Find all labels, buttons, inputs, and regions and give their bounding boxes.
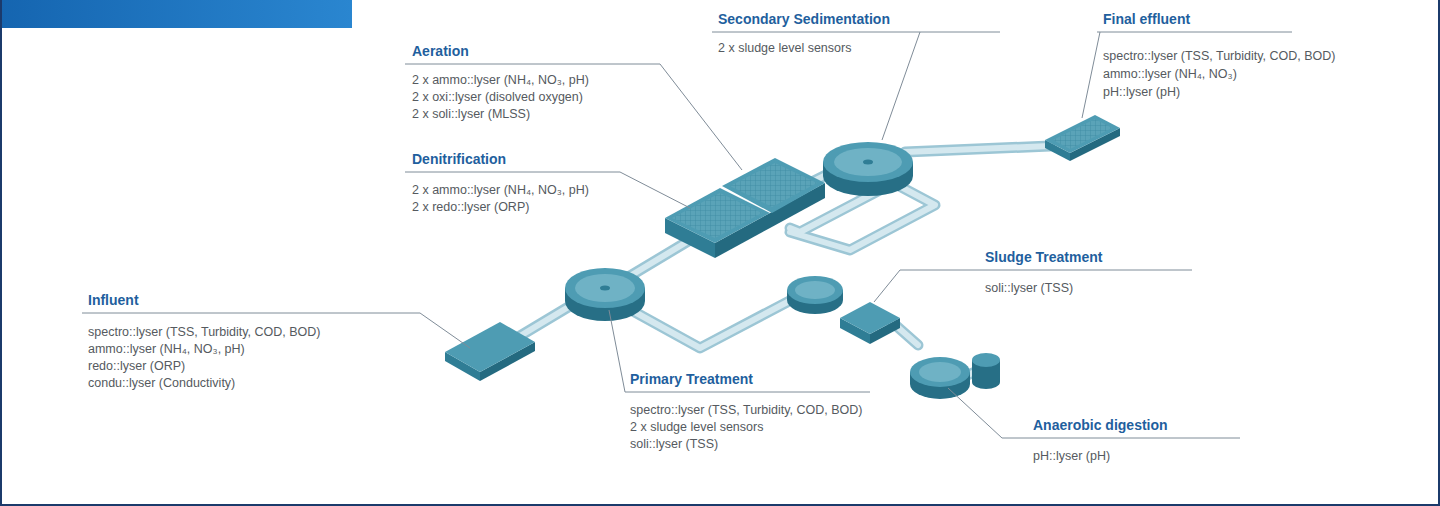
- callout-text: spectro::lyser (TSS, Turbidity, COD, BOD…: [630, 402, 862, 418]
- callout-text: 2 x sludge level sensors: [718, 40, 851, 56]
- header-bar: [0, 0, 352, 28]
- callout-text: 2 x sludge level sensors: [630, 419, 763, 435]
- callout-text: ammo::lyser (NH₄, NO₃, pH): [88, 341, 245, 357]
- callout-text: pH::lyser (pH): [1033, 448, 1110, 464]
- digester: [910, 353, 1000, 399]
- callout-text: 2 x ammo::lyser (NH₄, NO₃, pH): [412, 72, 589, 88]
- callout-heading: Final effluent: [1103, 10, 1190, 28]
- callout-text: redo::lyser (ORP): [88, 358, 185, 374]
- callout-text: 2 x oxi::lyser (disolved oxygen): [412, 89, 583, 105]
- effluent-box: [1045, 115, 1120, 161]
- callout-heading: Secondary Sedimentation: [718, 10, 890, 28]
- influent-box: [445, 322, 535, 381]
- callout-text: condu::lyser (Conductivity): [88, 375, 235, 391]
- callout-heading: Denitrification: [412, 150, 506, 168]
- callout-heading: Aeration: [412, 42, 469, 60]
- callout-heading: Sludge Treatment: [985, 248, 1102, 266]
- secondary-clarifier: [823, 142, 913, 196]
- callout-text: ammo::lyser (NH₄, NO₃): [1103, 66, 1237, 82]
- primary-clarifier: [565, 268, 645, 321]
- callout-text: 2 x soli::lyser (MLSS): [412, 106, 530, 122]
- callout-text: 2 x redo::lyser (ORP): [412, 199, 529, 215]
- callout-heading: Primary Treatment: [630, 370, 753, 388]
- callout-text: pH::lyser (pH): [1103, 84, 1180, 100]
- channels: [505, 146, 1050, 378]
- callout-text: spectro::lyser (TSS, Turbidity, COD, BOD…: [1103, 48, 1335, 64]
- sludge-thickener: [787, 276, 843, 314]
- callout-heading: Anaerobic digestion: [1033, 416, 1168, 434]
- callout-text: 2 x ammo::lyser (NH₄, NO₃, pH): [412, 182, 589, 198]
- callout-text: spectro::lyser (TSS, Turbidity, COD, BOD…: [88, 324, 320, 340]
- sludge-treatment-box: [840, 302, 900, 344]
- callout-text: soli::lyser (TSS): [630, 436, 718, 452]
- leader-lines: [82, 32, 1292, 438]
- callout-text: soli::lyser (TSS): [985, 280, 1073, 296]
- callout-heading: Influent: [88, 291, 139, 309]
